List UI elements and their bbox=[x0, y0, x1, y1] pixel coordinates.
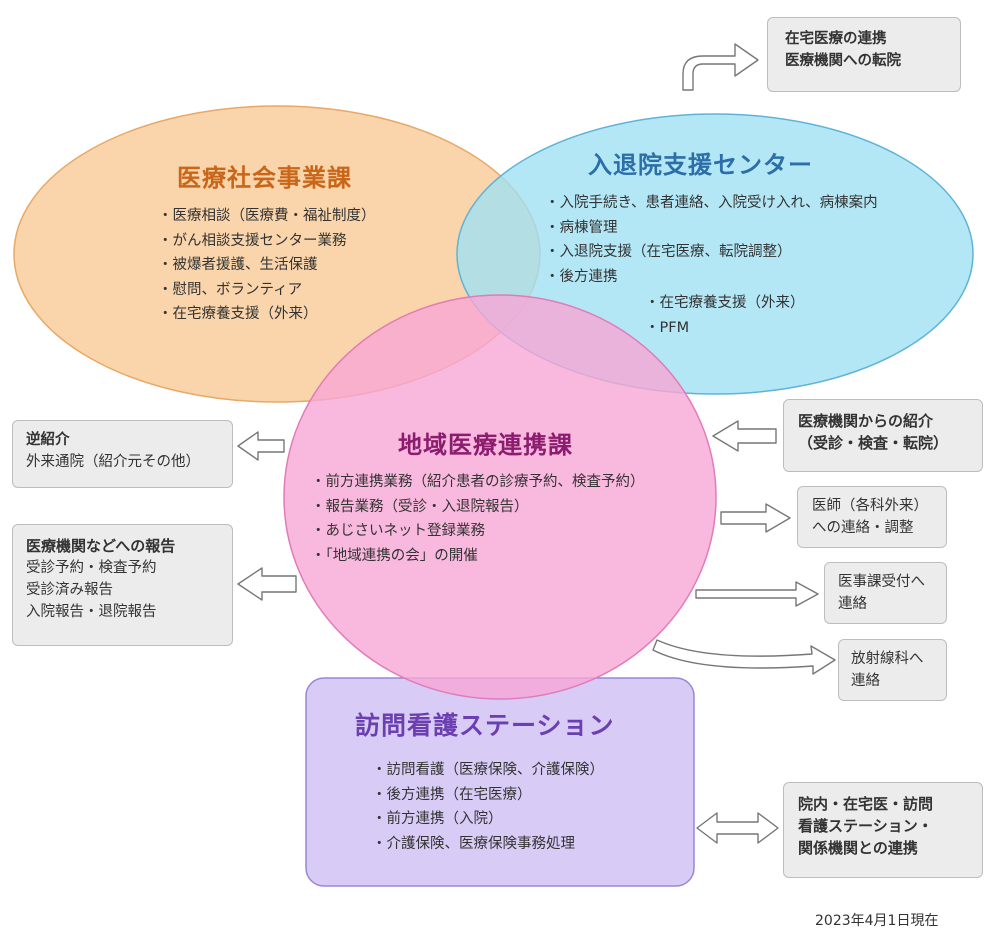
chiiki-item: ・前方連携業務（紹介患者の診療予約、検査予約） bbox=[311, 474, 645, 490]
gyaku-box: 逆紹介 外来通院（紹介元その他） bbox=[12, 420, 233, 488]
ryo-item: ・在宅療養支援（外来） bbox=[158, 306, 318, 322]
homon-item: ・介護保険、医療保険事務処理 bbox=[372, 835, 575, 852]
homon-list: ・訪問看護（医療保険、介護保険） ・後方連携（在宅医療） ・前方連携（入院） ・… bbox=[372, 758, 604, 856]
nyu-list: ・入院手続き、患者連絡、入院受け入れ、病棟案内 ・病棟管理 ・入退院支援（在宅医… bbox=[545, 191, 878, 289]
ryo-title: 医療社会事業課 bbox=[177, 164, 352, 192]
hoshasen-box: 放射線科へ 連絡 bbox=[838, 639, 947, 701]
arrow-left-icon-gyaku bbox=[237, 431, 285, 461]
innai-box: 院内・在宅医・訪問 看護ステーション・ 関係機関との連携 bbox=[783, 782, 983, 878]
homon-item: ・前方連携（入院） bbox=[372, 811, 503, 827]
hokoku-box: 医療機関などへの報告 受診予約・検査予約 受診済み報告 入院報告・退院報告 bbox=[12, 524, 233, 646]
arrow-curved-icon-hoshasen bbox=[652, 639, 836, 675]
homon-item: ・後方連携（在宅医療） bbox=[372, 786, 532, 803]
chiiki-item: ・「地域連携の会」の開催 bbox=[311, 547, 478, 564]
ishi-line: への連絡・調整 bbox=[812, 520, 914, 536]
arrow-left-icon-shokai bbox=[712, 420, 777, 452]
innai-line: 院内・在宅医・訪問 bbox=[798, 795, 934, 813]
gyaku-body: 外来通院（紹介元その他） bbox=[26, 454, 200, 470]
arrow-left-icon-hokoku bbox=[237, 567, 297, 601]
ryo-item: ・被爆者援護、生活保護 bbox=[158, 257, 318, 273]
homon-item: ・訪問看護（医療保険、介護保険） bbox=[372, 762, 604, 778]
chiiki-item: ・あじさいネット登録業務 bbox=[311, 523, 485, 539]
ryo-item: ・がん相談支援センター業務 bbox=[158, 232, 347, 249]
hokoku-title: 医療機関などへの報告 bbox=[26, 537, 176, 555]
arrow-right-icon-ijika bbox=[695, 581, 819, 607]
nyu-sub-item: ・PFM bbox=[645, 319, 690, 336]
ishi-line: 医師（各科外来） bbox=[812, 498, 928, 514]
hokoku-line: 受診済み報告 bbox=[26, 582, 113, 598]
ryo-list: ・医療相談（医療費・福祉制度） ・がん相談支援センター業務 ・被爆者援護、生活保… bbox=[158, 204, 376, 327]
date-label: 2023年4月1日現在 bbox=[815, 913, 939, 929]
arrow-right-icon-ishi bbox=[720, 503, 791, 533]
ishi-box: 医師（各科外来） への連絡・調整 bbox=[797, 486, 947, 548]
double-arrow-icon bbox=[696, 812, 779, 844]
ijika-line: 連絡 bbox=[838, 596, 867, 612]
chiiki-circle bbox=[283, 294, 717, 700]
ijika-line: 医事課受付へ bbox=[838, 574, 925, 590]
innai-line: 看護ステーション・ bbox=[798, 817, 933, 835]
hoshasen-line: 放射線科へ bbox=[851, 651, 924, 667]
shokai-box: 医療機関からの紹介 （受診・検査・転院） bbox=[783, 399, 983, 472]
hokoku-line: 入院報告・退院報告 bbox=[26, 604, 157, 620]
nyu-item: ・入院手続き、患者連絡、入院受け入れ、病棟案内 bbox=[545, 195, 878, 211]
ryo-item: ・医療相談（医療費・福祉制度） bbox=[158, 208, 376, 224]
bent-arrow-icon bbox=[682, 43, 759, 91]
hoshasen-line: 連絡 bbox=[851, 673, 880, 689]
hokoku-line: 受診予約・検査予約 bbox=[26, 560, 157, 576]
chiiki-list: ・前方連携業務（紹介患者の診療予約、検査予約） ・報告業務（受診・入退院報告） … bbox=[311, 470, 645, 568]
nyu-sub-list: ・在宅療養支援（外来） ・PFM bbox=[645, 291, 805, 340]
nyu-item: ・入退院支援（在宅医療、転院調整） bbox=[545, 244, 792, 260]
ijika-box: 医事課受付へ 連絡 bbox=[824, 562, 947, 624]
innai-line: 関係機関との連携 bbox=[798, 839, 918, 857]
chiiki-item: ・報告業務（受診・入退院報告） bbox=[311, 498, 529, 515]
zaitaku-box: 在宅医療の連携 医療機関への転院 bbox=[767, 17, 961, 92]
nyu-item: ・後方連携 bbox=[545, 268, 618, 285]
shokai-line: （受診・検査・転院） bbox=[798, 434, 949, 452]
zaitaku-line: 医療機関への転院 bbox=[785, 53, 901, 69]
shokai-line: 医療機関からの紹介 bbox=[798, 412, 934, 430]
chiiki-title: 地域医療連携課 bbox=[398, 431, 573, 459]
gyaku-title: 逆紹介 bbox=[26, 432, 70, 448]
nyu-sub-item: ・在宅療養支援（外来） bbox=[645, 295, 805, 311]
nyu-item: ・病棟管理 bbox=[545, 219, 618, 236]
homon-title: 訪問看護ステーション bbox=[355, 711, 615, 740]
zaitaku-line: 在宅医療の連携 bbox=[785, 31, 887, 47]
nyu-title: 入退院支援センター bbox=[588, 151, 813, 179]
ryo-item: ・慰問、ボランティア bbox=[158, 281, 303, 298]
